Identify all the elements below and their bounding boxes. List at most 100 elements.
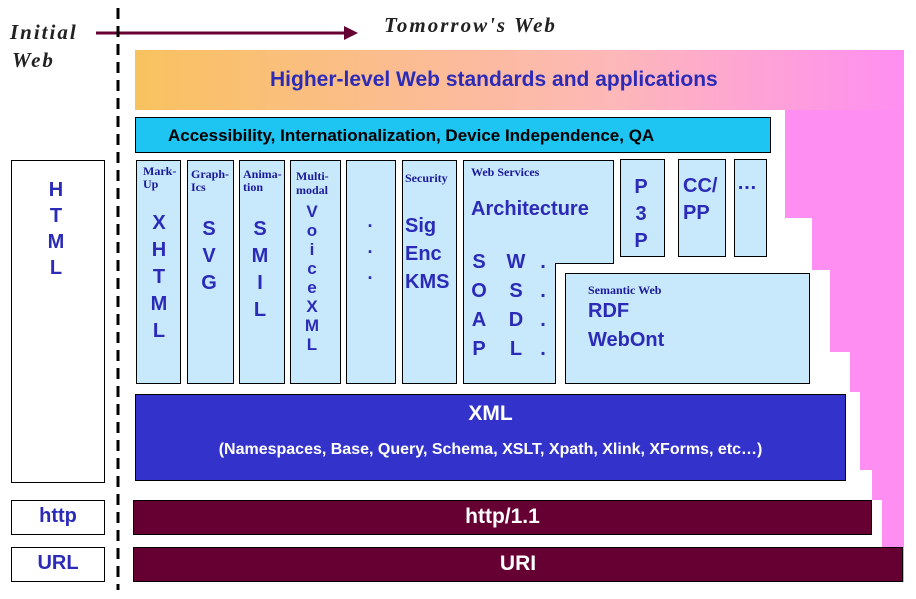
ccpp-box bbox=[678, 159, 726, 257]
ccpp-label-line2: PP bbox=[683, 202, 710, 224]
security-item-sig: Sig bbox=[405, 215, 437, 237]
web-services-header: Web Services bbox=[471, 165, 540, 179]
html-letter: H bbox=[48, 179, 64, 201]
p3p-letter: P bbox=[634, 176, 648, 198]
ellipsis-column bbox=[346, 160, 396, 384]
webont-label: WebOnt bbox=[588, 329, 665, 351]
security-column bbox=[402, 160, 457, 384]
web-services-column bbox=[463, 160, 556, 384]
more-box bbox=[734, 159, 767, 257]
smil-letter: I bbox=[257, 272, 263, 294]
soap-letter: A bbox=[471, 309, 487, 331]
divider-dashed-line bbox=[116, 8, 120, 590]
animation-header-line1: Anima- bbox=[243, 167, 282, 181]
wsdl-letter: D bbox=[508, 309, 524, 331]
ellipsis-column-dots: . . . bbox=[360, 208, 380, 286]
graphics-header-line2: Ics bbox=[191, 180, 206, 194]
semantic-web-box bbox=[565, 273, 810, 384]
markup-header-line1: Mark- bbox=[143, 164, 177, 178]
accessibility-bar bbox=[135, 117, 771, 153]
p3p-letter: P bbox=[634, 230, 648, 252]
voicexml-letter: e bbox=[307, 278, 317, 297]
xml-layer bbox=[135, 394, 846, 481]
more-label: … bbox=[737, 172, 757, 194]
web-services-right-edge bbox=[555, 263, 556, 384]
security-header: Security bbox=[405, 171, 448, 185]
uri-layer bbox=[133, 547, 903, 582]
voicexml-letter: V bbox=[306, 202, 318, 221]
html-letter: T bbox=[49, 205, 63, 227]
html-box bbox=[11, 160, 105, 483]
animation-column bbox=[239, 160, 285, 384]
http-layer bbox=[133, 500, 872, 535]
svg-letter: V bbox=[202, 245, 216, 267]
xml-title: XML bbox=[468, 402, 513, 425]
voicexml-letter: c bbox=[307, 259, 317, 278]
markup-column bbox=[136, 160, 181, 384]
markup-header-line2: Up bbox=[143, 177, 159, 191]
security-items: Sig Enc KMS bbox=[405, 212, 449, 296]
graphics-header-line1: Graph- bbox=[191, 167, 230, 181]
security-item-enc: Enc bbox=[405, 243, 442, 265]
security-item-kms: KMS bbox=[405, 271, 450, 293]
http-box bbox=[11, 500, 105, 535]
svg-letters: S V G bbox=[196, 216, 222, 297]
top-banner-text: Higher-level Web standards and applicati… bbox=[270, 68, 718, 91]
voicexml-letters: V o i c e X M L bbox=[301, 202, 323, 354]
ccpp-label-line1: CC/ bbox=[683, 175, 718, 197]
wsdl-letter: S bbox=[509, 280, 523, 302]
initial-web-label-line2: Web bbox=[12, 48, 55, 72]
voicexml-letter: L bbox=[306, 335, 318, 354]
ellipsis-dot: . bbox=[367, 211, 373, 231]
ellipsis-dot: . bbox=[367, 237, 373, 257]
soap-letter: P bbox=[472, 338, 486, 360]
p3p-letter: 3 bbox=[635, 203, 647, 225]
smil-letter: S bbox=[253, 218, 267, 240]
web-services-top-extension bbox=[556, 160, 614, 264]
xml-subtitle: (Namespaces, Base, Query, Schema, XSLT, … bbox=[218, 441, 763, 458]
tomorrows-web-label: Tomorrow's Web bbox=[384, 13, 557, 37]
timeline-arrow bbox=[96, 26, 358, 40]
voicexml-letter: o bbox=[306, 221, 318, 240]
svg-letter: G bbox=[201, 272, 217, 294]
soap-letters: S O A P bbox=[468, 248, 490, 364]
web-services-dot: . bbox=[540, 338, 546, 360]
animation-header-line2: tion bbox=[243, 180, 264, 194]
wsdl-letter: W bbox=[506, 251, 526, 273]
xhtml-letter: L bbox=[152, 320, 166, 342]
p3p-box bbox=[620, 159, 665, 257]
html-letters: H T M L bbox=[42, 177, 70, 281]
smil-letter: M bbox=[251, 245, 269, 267]
svg-letter: S bbox=[202, 218, 216, 240]
url-label: URL bbox=[37, 552, 79, 574]
xhtml-letters: X H T M L bbox=[146, 210, 172, 345]
html-letter: M bbox=[47, 231, 65, 253]
web-services-dot: . bbox=[540, 309, 546, 331]
multimodal-column bbox=[290, 160, 341, 384]
html-letter: L bbox=[49, 257, 63, 279]
wsdl-letter: L bbox=[509, 338, 523, 360]
semantic-web-header: Semantic Web bbox=[588, 283, 662, 297]
smil-letter: L bbox=[253, 299, 267, 321]
xhtml-letter: X bbox=[152, 212, 166, 234]
xhtml-letter: T bbox=[152, 266, 166, 288]
rdf-label: RDF bbox=[588, 300, 630, 322]
multimodal-header-line2: modal bbox=[296, 183, 329, 197]
url-box bbox=[11, 547, 105, 582]
voicexml-letter: M bbox=[304, 316, 320, 335]
xhtml-letter: M bbox=[150, 293, 168, 315]
smil-letters: S M I L bbox=[247, 216, 273, 324]
soap-letter: S bbox=[472, 251, 486, 273]
web-services-dot: . bbox=[540, 251, 546, 273]
web-services-dot: . bbox=[540, 280, 546, 302]
multimodal-header-line1: Multi- bbox=[296, 169, 329, 183]
graphics-column bbox=[187, 160, 234, 384]
p3p-letters: P 3 P bbox=[629, 174, 653, 255]
accessibility-bar-text: Accessibility, Internationalization, Dev… bbox=[168, 126, 655, 145]
uri-layer-label: URI bbox=[499, 552, 537, 575]
wsdl-letters: W S D L bbox=[505, 248, 527, 364]
ellipsis-dot: . bbox=[367, 263, 373, 283]
architecture-label: Architecture bbox=[471, 198, 589, 220]
xhtml-letter: H bbox=[151, 239, 167, 261]
